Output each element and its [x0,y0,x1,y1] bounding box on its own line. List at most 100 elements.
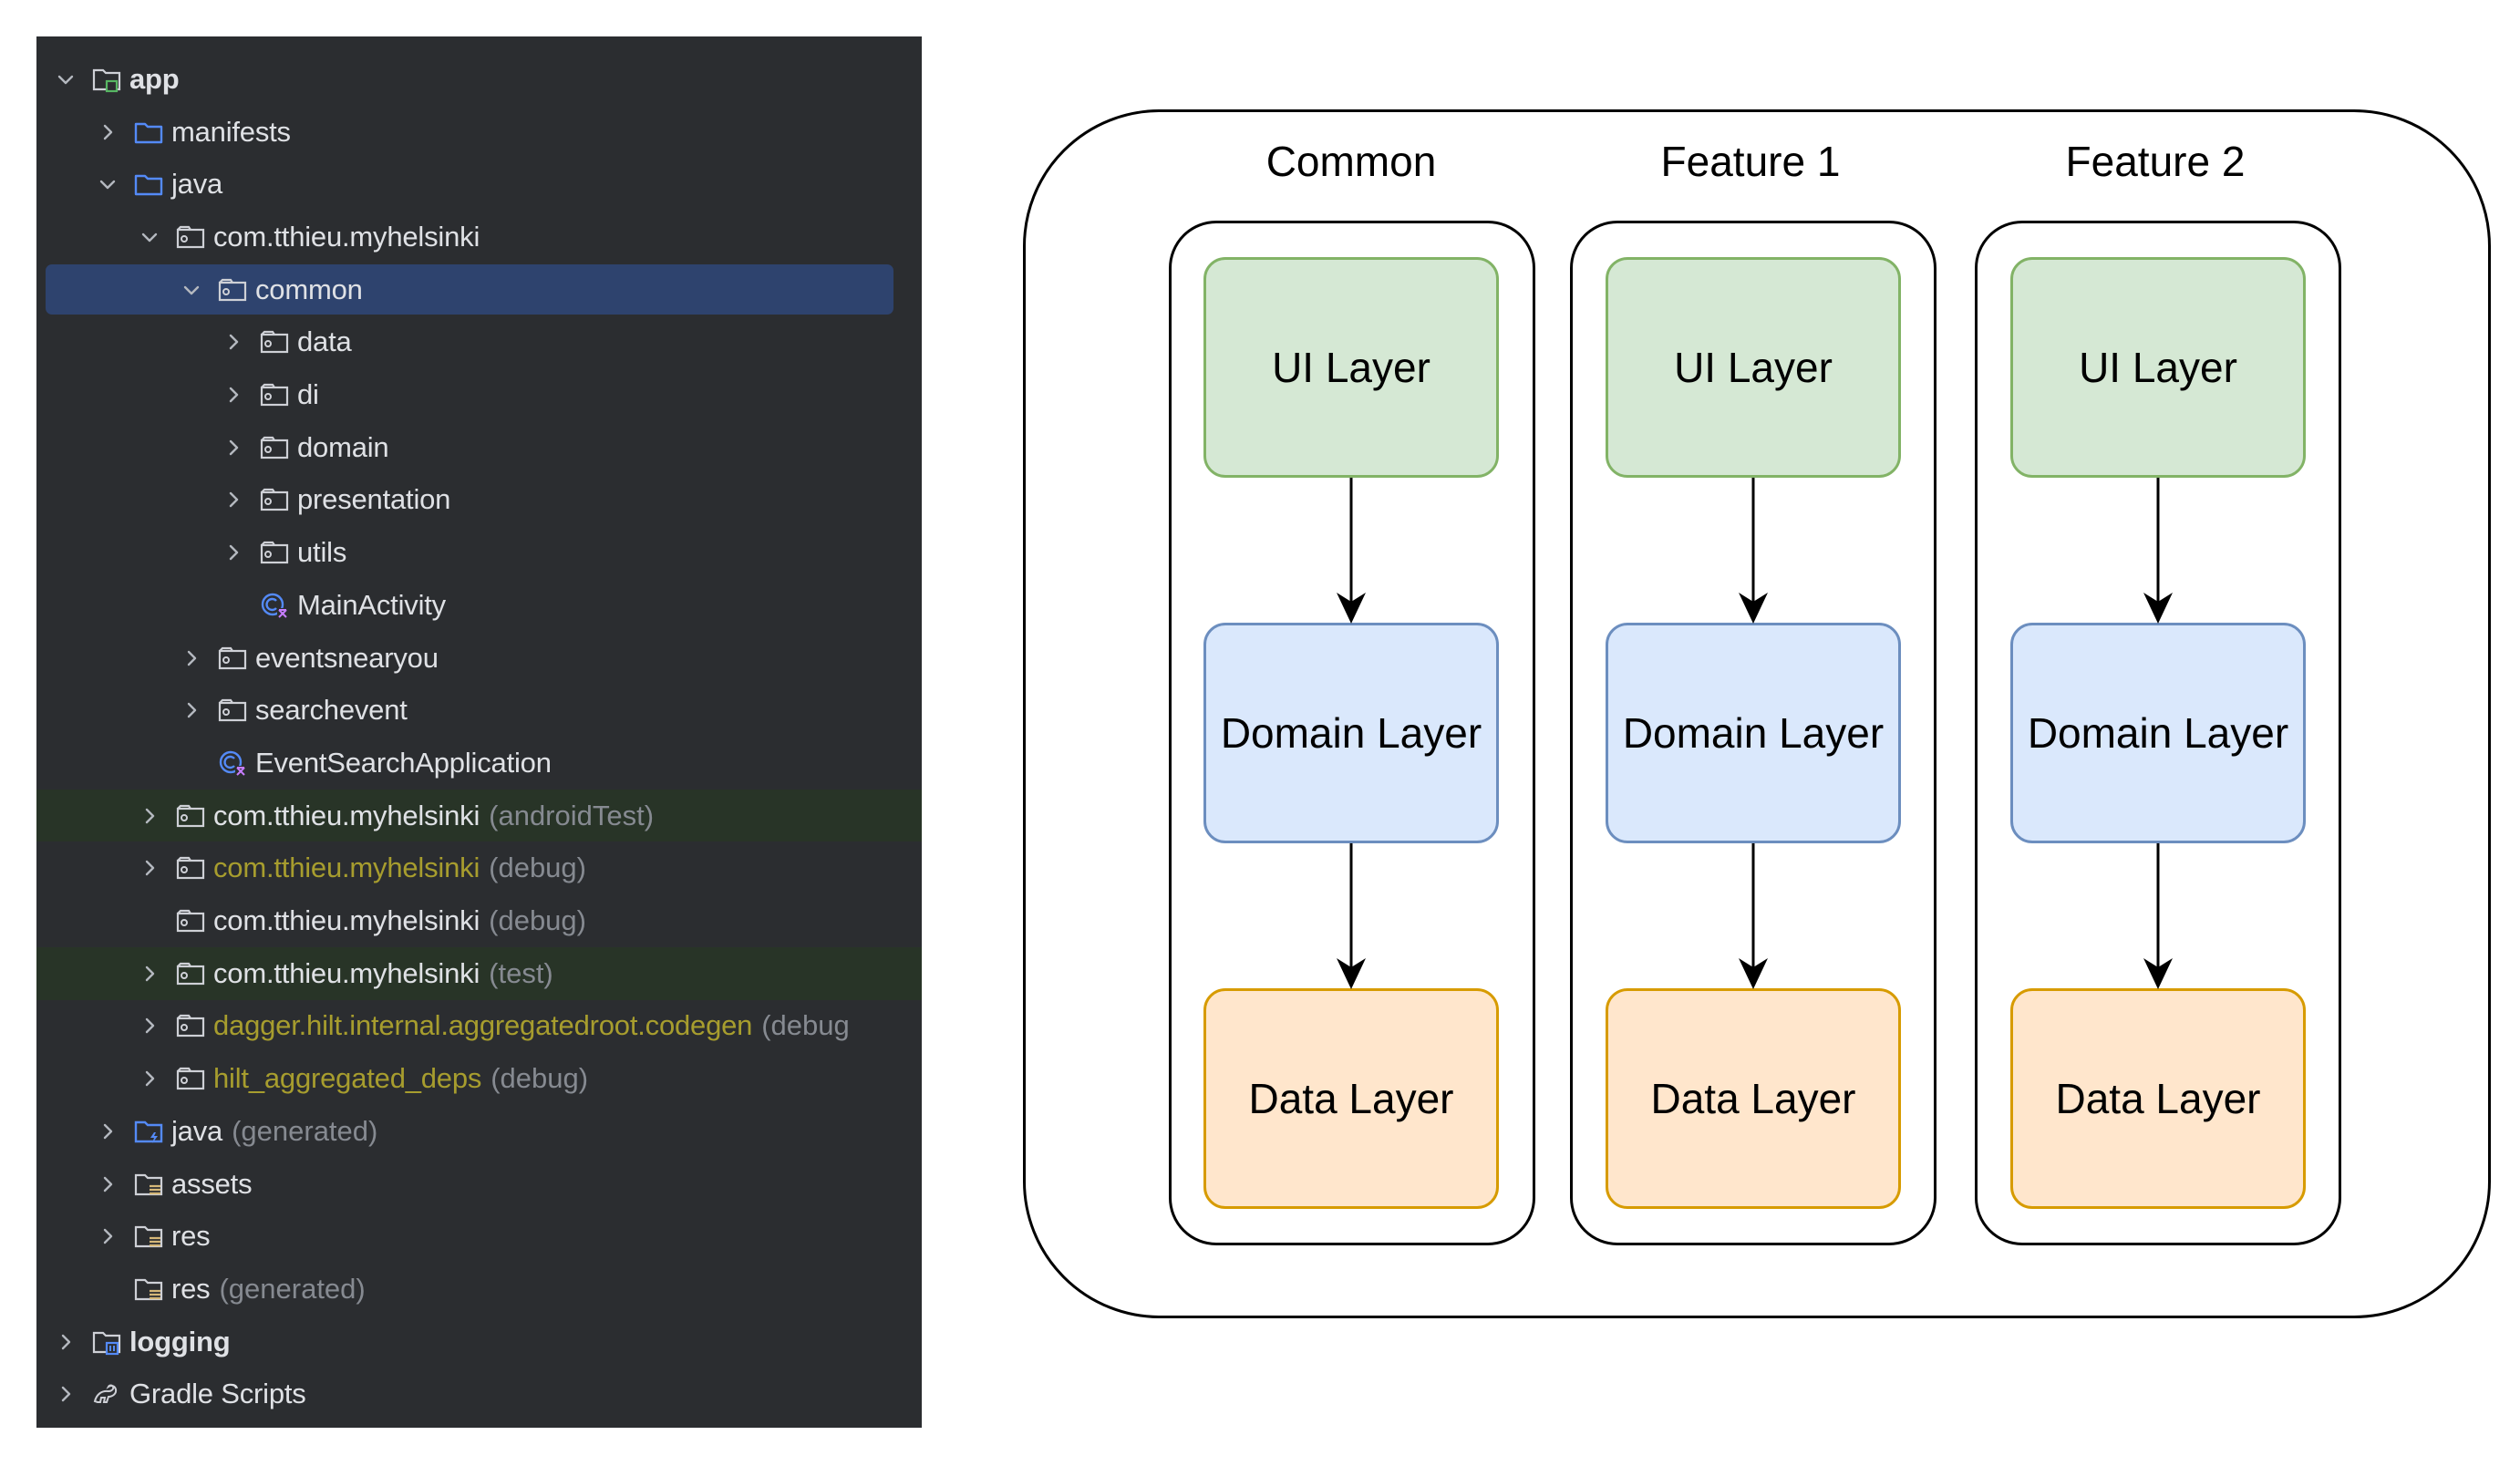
tree-row-source-set: (test) [489,956,553,989]
chevron-right-icon[interactable] [95,1223,120,1249]
tree-row-mainactivity[interactable]: MainActivity [36,579,922,632]
package-icon [173,903,208,938]
library-module-icon [89,1325,124,1359]
chevron-right-icon[interactable] [95,119,120,145]
tree-row-label: res [171,1220,211,1253]
tree-row-label: Gradle Scripts [129,1378,306,1410]
tree-row-label: com.tthieu.myhelsinki [213,956,480,989]
ui-layer-box: UI Layer [1606,257,1901,478]
tree-row-source-set: (generated) [219,1272,366,1305]
chevron-right-icon[interactable] [221,487,246,512]
tree-row-label: common [255,273,363,305]
package-icon [215,693,250,728]
chevron-right-icon[interactable] [137,855,162,881]
chevron-right-icon[interactable] [179,645,204,671]
tree-row-app[interactable]: app [36,53,922,106]
ui-layer-box: UI Layer [1203,257,1499,478]
package-icon [173,851,208,885]
tree-row-common[interactable]: common [36,263,922,316]
tree-row-label: dagger.hilt.internal.aggregatedroot.code… [213,1009,753,1042]
package-icon [173,1008,208,1043]
tree-row-data[interactable]: data [36,316,922,369]
chevron-right-icon[interactable] [221,382,246,408]
tree-row-label: searchevent [255,694,408,727]
chevron-down-icon[interactable] [53,67,78,92]
chevron-right-icon[interactable] [95,1172,120,1197]
tree-row-source-set: (debug [761,1009,850,1042]
tree-row-res[interactable]: res(generated) [36,1263,922,1316]
module-folder-icon [89,62,124,97]
chevron-right-icon[interactable] [221,540,246,565]
tree-row-res[interactable]: res [36,1210,922,1263]
tree-row-di[interactable]: di [36,368,922,421]
tree-row-label: domain [297,430,389,463]
tree-row-source-set: (debug) [491,1062,589,1095]
tree-row-com-tthieu-myhelsinki[interactable]: com.tthieu.myhelsinki (debug) [36,894,922,947]
tree-row-dagger-hilt-internal-aggregatedroot-codegen[interactable]: dagger.hilt.internal.aggregatedroot.code… [36,1000,922,1053]
tree-row-com-tthieu-myhelsinki[interactable]: com.tthieu.myhelsinki (test) [36,946,922,1000]
tree-row-label: EventSearchApplication [255,746,552,779]
architecture-diagram: Common Feature 1 Feature 2 UI Layer Doma… [1023,109,2494,1322]
tree-row-com-tthieu-myhelsinki[interactable]: com.tthieu.myhelsinki [36,211,922,263]
tree-row-label: com.tthieu.myhelsinki [213,852,480,884]
kotlin-class-icon [257,588,292,623]
tree-row-eventsearchapplication[interactable]: EventSearchApplication [36,737,922,790]
chevron-right-icon[interactable] [53,1381,78,1407]
chevron-down-icon[interactable] [137,224,162,250]
chevron-right-icon[interactable] [137,803,162,829]
resource-folder-icon [131,1167,166,1202]
package-icon [257,430,292,465]
tree-row-source-set: (generated) [232,1114,378,1147]
tree-row-eventsnearyou[interactable]: eventsnearyou [36,632,922,685]
chevron-right-icon[interactable] [137,1013,162,1038]
tree-row-label: presentation [297,483,451,516]
tree-row-source-set: (debug) [489,904,586,937]
tree-row-manifests[interactable]: manifests [36,106,922,159]
chevron-right-icon[interactable] [221,435,246,460]
gradle-icon [89,1377,124,1411]
chevron-right-icon[interactable] [221,329,246,355]
tree-row-label: manifests [171,115,291,148]
tree-row-utils[interactable]: utils [36,526,922,579]
chevron-right-icon[interactable] [179,697,204,723]
data-layer-box: Data Layer [2010,988,2306,1209]
tree-row-presentation[interactable]: presentation [36,474,922,527]
tree-row-logging[interactable]: logging [36,1316,922,1368]
tree-row-searchevent[interactable]: searchevent [36,684,922,737]
tree-row-label: java [171,168,223,201]
resource-folder-icon [131,1219,166,1254]
tree-row-hilt-aggregated-deps[interactable]: hilt_aggregated_deps (debug) [36,1052,922,1105]
tree-row-label: app [129,62,180,95]
tree-row-domain[interactable]: domain [36,421,922,474]
tree-row-source-set: (androidTest) [489,799,655,831]
chevron-down-icon[interactable] [179,277,204,303]
tree-row-com-tthieu-myhelsinki[interactable]: com.tthieu.myhelsinki (androidTest) [36,789,922,842]
package-icon [215,273,250,307]
tree-row-label: com.tthieu.myhelsinki [213,904,480,937]
tree-row-label: hilt_aggregated_deps [213,1062,482,1095]
package-icon [173,799,208,833]
column-title-common: Common [1265,138,1437,185]
tree-row-com-tthieu-myhelsinki[interactable]: com.tthieu.myhelsinki (debug) [36,842,922,895]
package-icon [173,220,208,254]
chevron-down-icon[interactable] [95,171,120,197]
tree-row-java[interactable]: java [36,158,922,211]
chevron-right-icon[interactable] [137,961,162,986]
tree-row-label: com.tthieu.myhelsinki [213,220,480,253]
chevron-right-icon[interactable] [137,1066,162,1091]
tree-row-label: MainActivity [297,588,446,621]
chevron-right-icon[interactable] [53,1329,78,1355]
package-icon [215,641,250,676]
column-title-feature-2: Feature 2 [2065,138,2246,185]
tree-row-java[interactable]: java(generated) [36,1105,922,1158]
package-icon [173,956,208,991]
tree-row-label: assets [171,1167,253,1200]
tree-row-source-set: (debug) [489,852,586,884]
tree-row-assets[interactable]: assets [36,1158,922,1211]
domain-layer-box: Domain Layer [1606,623,1901,843]
tree-row-gradle-scripts[interactable]: Gradle Scripts [36,1368,922,1421]
tree-row-label: res [171,1272,211,1305]
chevron-right-icon[interactable] [95,1119,120,1144]
tree-row-label: com.tthieu.myhelsinki [213,799,480,831]
